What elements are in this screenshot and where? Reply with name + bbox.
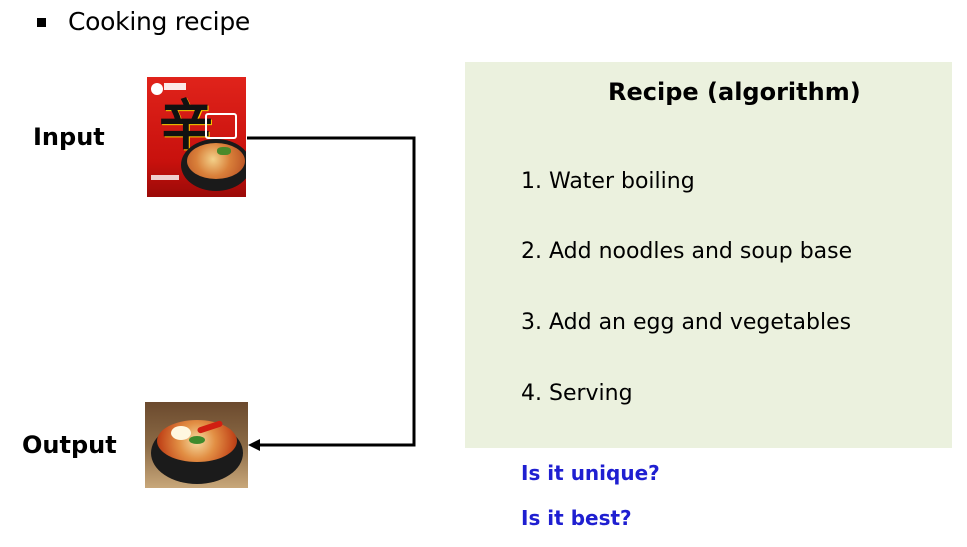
recipe-step: 1. Water boiling: [521, 169, 695, 194]
bullet-heading: Cooking recipe: [68, 7, 250, 36]
question-best: Is it best?: [521, 506, 632, 530]
connector-line: [247, 136, 416, 447]
recipe-step: 4. Serving: [521, 381, 633, 406]
recipe-title: Recipe (algorithm): [608, 78, 861, 106]
question-unique: Is it unique?: [521, 461, 660, 485]
ramen-bowl-image: [145, 402, 248, 488]
bullet-marker: [37, 18, 46, 27]
connector-arrowhead-icon: [248, 439, 260, 451]
recipe-step: 3. Add an egg and vegetables: [521, 310, 852, 335]
output-label: Output: [22, 431, 117, 459]
brand-logo-icon: [151, 83, 163, 95]
input-label: Input: [33, 123, 105, 151]
recipe-panel: [465, 62, 952, 448]
ramen-package-image: 辛: [147, 77, 246, 197]
recipe-step: 2. Add noodles and soup base: [521, 239, 853, 264]
